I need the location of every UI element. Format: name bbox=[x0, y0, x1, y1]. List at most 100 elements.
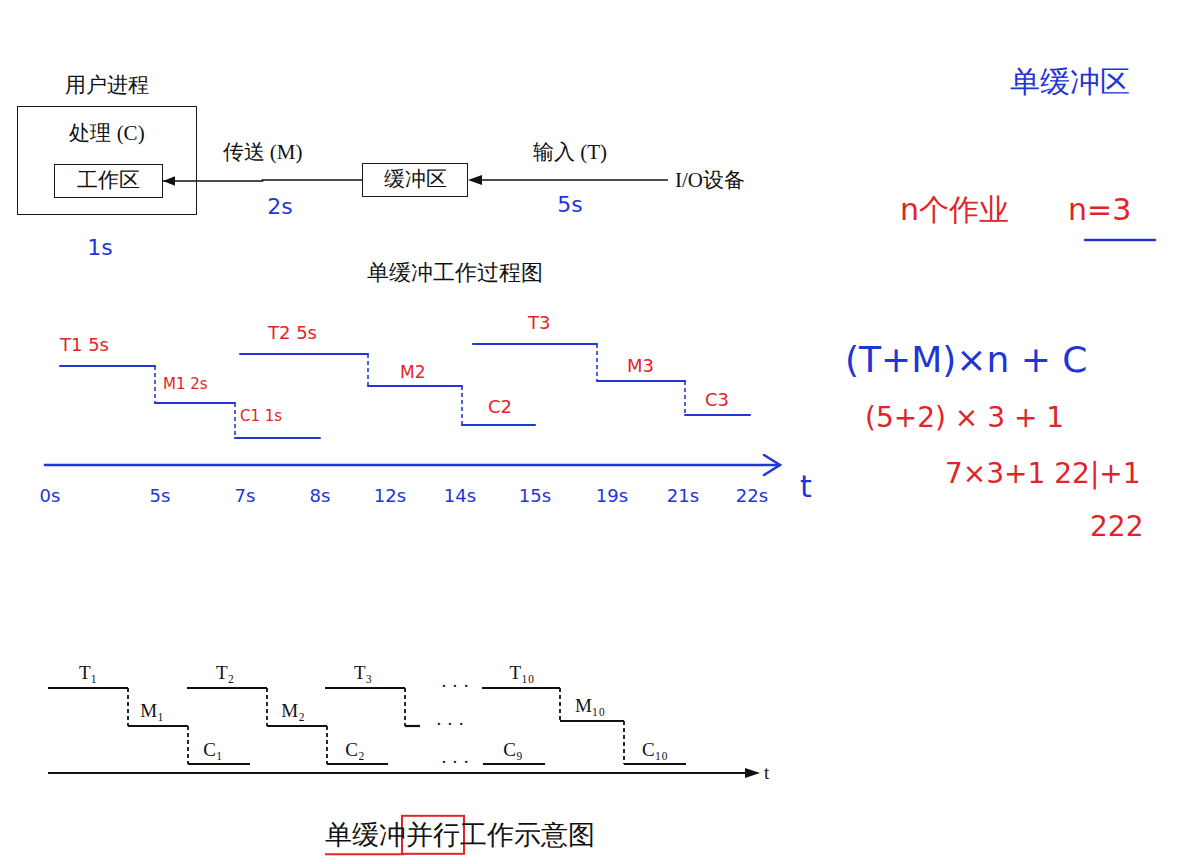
time-note: 2s bbox=[267, 194, 292, 220]
input-arrow bbox=[468, 175, 668, 185]
formula: (5+2) × 3 + 1 bbox=[865, 401, 1064, 435]
formula: 222 bbox=[1090, 510, 1143, 544]
device-label: I/O设备 bbox=[675, 168, 745, 193]
step-dash bbox=[326, 726, 328, 764]
step-line bbox=[462, 424, 535, 426]
box-text: 处理 (C) bbox=[69, 121, 144, 146]
step-line bbox=[483, 763, 545, 765]
step-line bbox=[235, 437, 320, 439]
figure-caption: 单缓冲工作过程图 bbox=[367, 260, 543, 286]
axis-tick: 7s bbox=[235, 485, 256, 507]
input-line bbox=[480, 179, 668, 181]
axis-tick: 5s bbox=[150, 485, 171, 507]
step-dash bbox=[623, 721, 625, 764]
axis-line bbox=[45, 464, 778, 467]
time-note: 5s bbox=[557, 192, 582, 218]
axis-name: t bbox=[764, 762, 769, 785]
axis-tick: 21s bbox=[667, 485, 699, 507]
axis-tick: 14s bbox=[444, 485, 476, 507]
flow-arrow bbox=[163, 180, 362, 181]
box-heading: 用户进程 bbox=[65, 73, 149, 98]
highlight-underline bbox=[325, 853, 404, 855]
step-dash bbox=[684, 381, 686, 415]
step-line bbox=[473, 343, 597, 345]
axis-arrowhead bbox=[764, 455, 780, 475]
note-title: 单缓冲区 bbox=[1010, 64, 1130, 100]
ellipsis: · · · bbox=[436, 713, 464, 736]
edge-label: 传送 (M) bbox=[223, 140, 303, 165]
step-label: T₁ bbox=[79, 662, 97, 685]
figure-caption: 单缓冲并行工作示意图 bbox=[325, 819, 595, 851]
step-label: T2 5s bbox=[268, 322, 317, 344]
step-label: C₁₀ bbox=[642, 739, 668, 762]
parallel-dashes bbox=[128, 688, 624, 764]
step-label: C₂ bbox=[345, 739, 364, 762]
step-dash bbox=[596, 344, 598, 381]
axis-tick: 22s bbox=[736, 485, 768, 507]
step-line bbox=[482, 687, 560, 689]
parallel-axis bbox=[48, 768, 760, 778]
step-label: M₁₀ bbox=[575, 695, 605, 718]
step-label: T₁₀ bbox=[510, 662, 535, 685]
formula: (T+M)×n + C bbox=[845, 338, 1087, 381]
note-text: n个作业 bbox=[900, 192, 1009, 228]
step-dash bbox=[154, 366, 156, 403]
step-line bbox=[685, 414, 750, 416]
step-line bbox=[188, 763, 250, 765]
box-text: 缓冲区 bbox=[384, 167, 447, 192]
step-line bbox=[325, 687, 405, 689]
arrow-label: 输入 (T) bbox=[533, 140, 607, 165]
step-label: T₂ bbox=[216, 662, 234, 685]
step-line bbox=[240, 353, 368, 355]
step-label: M₁ bbox=[140, 700, 164, 723]
underline-mark bbox=[1085, 239, 1155, 242]
step-label: M₂ bbox=[281, 700, 305, 723]
step-dash bbox=[461, 386, 463, 425]
step-dash bbox=[127, 688, 129, 726]
step-line bbox=[405, 725, 420, 727]
step-line bbox=[155, 402, 235, 404]
step-label: C1 1s bbox=[240, 407, 282, 425]
axis-name: t bbox=[800, 469, 812, 505]
note-text: n=3 bbox=[1068, 192, 1131, 228]
step-line bbox=[48, 687, 128, 689]
step-dash bbox=[559, 688, 561, 721]
timeline-dashes bbox=[155, 344, 685, 438]
time-note: 1s bbox=[87, 235, 112, 261]
timeline-steps bbox=[60, 344, 750, 438]
step-line bbox=[128, 725, 188, 727]
step-label: M1 2s bbox=[163, 375, 208, 393]
axis-tick: 12s bbox=[374, 485, 406, 507]
axis-tick: 15s bbox=[519, 485, 551, 507]
step-label: M2 bbox=[400, 362, 425, 382]
step-dash bbox=[187, 726, 189, 764]
step-line bbox=[368, 385, 462, 387]
step-label: M3 bbox=[627, 355, 654, 377]
axis-line bbox=[48, 772, 748, 774]
process-box: 用户进程处理 (C)工作区 bbox=[17, 106, 197, 215]
step-label: T1 5s bbox=[60, 334, 109, 356]
step-line bbox=[597, 380, 685, 382]
formula: 7×3+1 22|+1 bbox=[945, 457, 1141, 491]
axis-tick: 0s bbox=[40, 485, 61, 507]
step-label: C₁ bbox=[203, 739, 222, 762]
parallel-steps bbox=[48, 688, 686, 764]
input-arrowhead bbox=[468, 175, 482, 185]
step-line bbox=[267, 725, 327, 727]
step-line bbox=[624, 763, 686, 765]
work-area-box: 工作区 bbox=[54, 164, 163, 198]
step-line bbox=[187, 687, 267, 689]
step-line bbox=[327, 763, 388, 765]
axis-tick: 19s bbox=[596, 485, 628, 507]
step-label: T₃ bbox=[354, 662, 372, 685]
step-label: C₉ bbox=[503, 739, 522, 762]
step-line bbox=[560, 720, 624, 722]
ellipsis: · · · bbox=[441, 751, 469, 774]
step-dash bbox=[404, 688, 406, 726]
step-label: T3 bbox=[528, 312, 550, 334]
step-dash bbox=[367, 354, 369, 386]
ellipsis: · · · bbox=[441, 675, 469, 698]
step-label: C3 bbox=[705, 389, 729, 411]
step-line bbox=[60, 365, 155, 367]
step-dash bbox=[234, 403, 236, 438]
